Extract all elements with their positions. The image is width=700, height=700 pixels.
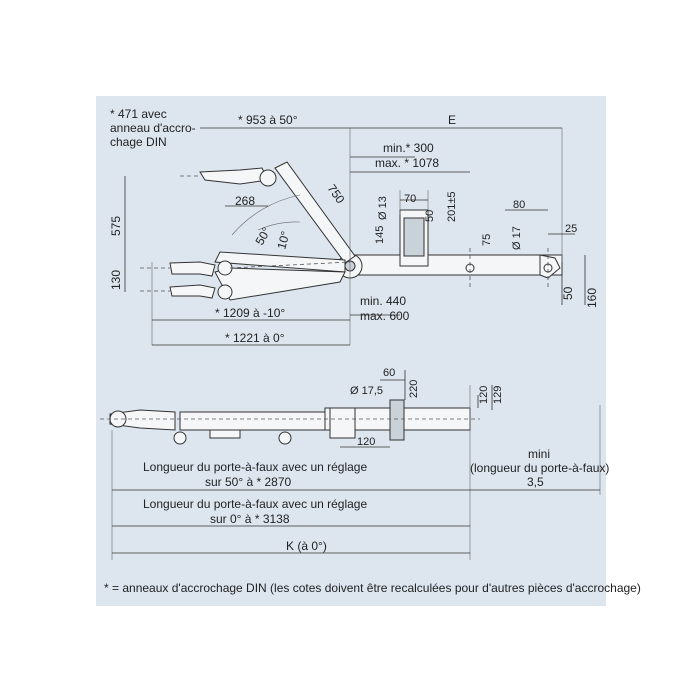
label-35: 3,5 — [527, 475, 544, 489]
label-mini: mini — [528, 447, 550, 461]
label-130: 130 — [109, 270, 123, 290]
label-80: 80 — [513, 199, 525, 211]
label-75: 75 — [481, 234, 493, 246]
label-145: 145 — [374, 226, 386, 244]
label-471-line3: chage DIN — [110, 135, 167, 149]
label-max1078: max. * 1078 — [375, 156, 439, 170]
hitch-head-top — [199, 167, 269, 185]
label-d175: Ø 17,5 — [350, 385, 383, 397]
arm-neg10deg — [214, 251, 346, 273]
side-view-labels: 60 Ø 17,5 220 120 129 120 Longueur du po… — [143, 367, 609, 553]
side-hitch-head — [109, 409, 176, 431]
label-min300: min.* 300 — [383, 141, 434, 155]
label-50b: 50 — [561, 286, 575, 300]
hitch-eye-top — [259, 169, 277, 187]
label-mini-line2: (longueur du porte-à-faux) — [470, 461, 609, 475]
label-d17: Ø 17 — [511, 226, 523, 250]
label-268: 268 — [235, 194, 255, 208]
side-wheel-2 — [278, 431, 292, 445]
label-201: 201±5 — [446, 191, 458, 222]
label-d13: Ø 13 — [377, 196, 389, 220]
label-120b: 120 — [357, 436, 375, 448]
top-view-dimensions — [124, 127, 586, 346]
label-K: K (à 0°) — [286, 539, 327, 553]
hitch-head-low — [169, 284, 216, 299]
footnote: * = anneaux d'accrochage DIN (les cotes … — [104, 581, 641, 595]
drawbar-tube — [351, 254, 563, 276]
side-handle — [209, 429, 241, 439]
label-2870-line2: sur 50° à * 2870 — [205, 475, 292, 489]
angle-arc-10 — [257, 221, 301, 231]
label-1209: * 1209 à -10° — [215, 306, 285, 320]
label-129: 129 — [492, 386, 504, 404]
label-70: 70 — [404, 193, 416, 205]
label-220: 220 — [408, 380, 420, 398]
label-3138-line1: Longueur du porte-à-faux avec un réglage — [143, 497, 367, 511]
hitch-head-mid — [169, 261, 216, 277]
label-3138-line2: sur 0° à * 3138 — [210, 512, 290, 526]
label-1221: * 1221 à 0° — [225, 331, 285, 345]
drawing-panel — [96, 96, 606, 606]
top-view-geometry — [140, 128, 563, 345]
label-angle-10: 10° — [274, 229, 292, 250]
label-120a: 120 — [478, 386, 490, 404]
side-wheel-1 — [173, 431, 187, 445]
label-60: 60 — [383, 367, 395, 379]
side-view-dimensions — [112, 370, 600, 554]
dashed-arm-0deg — [229, 261, 351, 269]
label-50a: 50 — [424, 210, 436, 222]
label-575: 575 — [109, 216, 123, 236]
side-clamp-plate — [389, 399, 405, 441]
angle-arc-50 — [231, 194, 301, 236]
label-750: 750 — [325, 182, 348, 207]
side-clamp-left — [329, 407, 356, 439]
side-view-geometry — [100, 385, 601, 560]
label-angle-50: 50° — [252, 225, 273, 248]
label-160: 160 — [585, 288, 599, 308]
clamp-plate — [403, 217, 425, 257]
arm-lower — [214, 267, 346, 301]
side-arm — [179, 411, 326, 431]
label-min440: min. 440 — [360, 294, 406, 308]
label-953: * 953 à 50° — [238, 113, 298, 127]
label-max600: max. 600 — [360, 309, 410, 323]
hitch-eye-mid — [217, 260, 233, 276]
label-471-line2: anneau d'accro- — [110, 121, 196, 135]
label-471-line1: * 471 avec — [110, 107, 167, 121]
label-25: 25 — [565, 223, 577, 235]
top-view-labels: * 471 avec anneau d'accro- chage DIN * 9… — [109, 107, 599, 345]
arm-50deg — [274, 161, 356, 264]
label-E: E — [448, 113, 456, 127]
hitch-eye-low — [217, 284, 233, 300]
label-2870-line1: Longueur du porte-à-faux avec un réglage — [143, 460, 367, 474]
